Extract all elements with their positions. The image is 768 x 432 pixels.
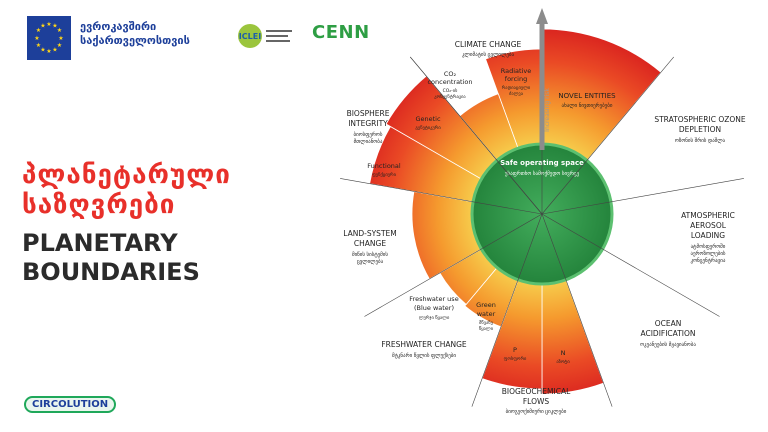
functional-label: Functional [367, 162, 401, 170]
iclei-logo: ICLEI [236, 22, 296, 50]
biosphere-label-line2: INTEGRITY [348, 119, 388, 128]
genetic-label: Genetic [415, 115, 441, 123]
svg-text:★: ★ [52, 23, 57, 30]
svg-text:★: ★ [57, 27, 62, 34]
title-georgian-line2: საზღვრები [22, 190, 176, 220]
novel-entities-label: NOVEL ENTITIES [558, 92, 616, 100]
biogeochemical-label-line2: FLOWS [523, 397, 550, 406]
co2-label-line2: concentration [427, 78, 472, 86]
biosphere-label-ka-2: მთლიანობა [354, 138, 383, 145]
boundary-spoke-6 [541, 213, 613, 407]
co2-label-ka-1: CO₂-ის [443, 87, 458, 94]
radiative-forcing-label-line2: forcing [505, 75, 527, 83]
boundary-spoke-4 [541, 178, 744, 215]
blue-water-label-line1: Freshwater use [409, 295, 458, 303]
boundary-spoke-5 [541, 213, 720, 317]
svg-text:★: ★ [46, 21, 51, 28]
biogeochemical-label-line1: BIOGEOCHEMICAL [502, 387, 571, 396]
green-water-label-ka-1: მწვანე [479, 319, 494, 326]
svg-text:★: ★ [46, 48, 51, 55]
circolution-logo: CIRCOLUTION [24, 396, 117, 413]
ozone-label-line2: DEPLETION [679, 125, 721, 134]
aerosol-label-ka-1: ატმოსფეროში [691, 243, 726, 250]
phosphorus-label-ka: ფოსფორი [504, 355, 527, 362]
co2-label-line1: CO₂ [444, 70, 457, 78]
functional-label-ka: ფუნქციური [372, 171, 397, 178]
land-system-label-ka-2: ცვლილება [357, 258, 384, 265]
radiative-forcing-label-ka-1: რადიაციული [502, 84, 531, 91]
svg-text:★: ★ [57, 42, 62, 49]
ocean-label-ka: ოკეანეების მჟავიანობა [640, 341, 696, 348]
eu-flag-logo: ★★★ ★★★ ★★★ ★★★ [27, 16, 71, 60]
aerosol-label-ka-3: კონცენტრაცია [691, 257, 726, 264]
ocean-label-line1: OCEAN [655, 319, 682, 328]
eu-text-line1: ევროკავშირი [80, 20, 157, 33]
climate-change-label: CLIMATE CHANGE [455, 40, 522, 49]
land-system-label-line2: CHANGE [354, 239, 386, 248]
nitrogen-label-ka: აზოტი [556, 358, 570, 365]
svg-text:★: ★ [34, 35, 39, 42]
co2-label-ka-2: კონცენტრაცია [434, 93, 466, 100]
title-georgian-line1: პლანეტარული [22, 160, 231, 190]
climate-change-label-ka: კლიმატის ცვლილება [462, 51, 514, 58]
genetic-label-ka: გენეტიკური [415, 124, 441, 131]
aerosol-label-ka-2: აეროზოლების [690, 250, 725, 257]
land-system-label-line1: LAND-SYSTEM [343, 229, 396, 238]
risk-axis-arrowhead [536, 8, 548, 24]
freshwater-change-label: FRESHWATER CHANGE [381, 340, 467, 349]
svg-text:★: ★ [36, 42, 41, 49]
ozone-label-line1: STRATOSPHERIC OZONE [654, 115, 746, 124]
blue-water-label-ka: ლურჯი წყალი [419, 314, 450, 321]
nitrogen-label: N [561, 349, 566, 357]
boundary-spoke-3 [541, 56, 675, 215]
svg-text:★: ★ [40, 23, 45, 30]
biosphere-label-ka-1: ბიოსფეროს [354, 131, 383, 138]
freshwater-change-label-ka: მტკნარი წყლის ფლუქსები [392, 352, 456, 359]
ocean-label-line2: ACIDIFICATION [640, 329, 695, 338]
radiative-forcing-label-ka-2: ძალვა [509, 90, 524, 97]
boundary-spoke-9 [340, 178, 543, 215]
green-water-label-ka-2: წყალი [479, 325, 494, 332]
land-system-label-ka-1: მიწის სისტემის [352, 251, 388, 258]
green-water-label-line1: Green [476, 301, 496, 309]
boundary-spoke-7 [471, 213, 543, 407]
cenn-logo: CENN [312, 22, 370, 43]
iclei-logo-text: ICLEI [239, 32, 261, 41]
title-english-line1: PLANETARY [22, 229, 178, 257]
eu-logo-text: ევროკავშირი საქართველოსთვის [80, 20, 190, 48]
blue-water-label-line2: (Blue water) [414, 304, 454, 312]
novel-entities-label-ka: ახალი ნივთიერებები [562, 102, 613, 109]
eu-text-line2: საქართველოსთვის [80, 34, 190, 47]
radiative-forcing-label-line1: Radiative [501, 67, 531, 75]
risk-axis-label: Increasing risk [544, 88, 551, 132]
green-water-label-line2: water [477, 310, 496, 318]
svg-text:★: ★ [58, 35, 63, 42]
planetary-boundaries-diagram: Safe operating space უსაფრთხო სამოქმედო … [340, 8, 746, 415]
aerosol-label-line2: AEROSOL [690, 221, 727, 230]
boundary-spoke-10 [409, 56, 543, 215]
title-english-line2: BOUNDARIES [22, 258, 200, 286]
boundary-spoke-8 [364, 213, 543, 317]
svg-text:★: ★ [40, 47, 45, 54]
biosphere-label-line1: BIOSPHERE [347, 109, 390, 118]
svg-text:★: ★ [36, 27, 41, 34]
ozone-label-ka: ოზონის შრის დაშლა [675, 137, 726, 144]
aerosol-label-line1: ATMOSPHERIC [681, 211, 735, 220]
svg-text:★: ★ [52, 47, 57, 54]
aerosol-label-line3: LOADING [691, 231, 725, 240]
phosphorus-label: P [513, 346, 517, 354]
biogeochemical-label-ka: ბიოგეოქიმიური ციკლები [506, 408, 567, 415]
